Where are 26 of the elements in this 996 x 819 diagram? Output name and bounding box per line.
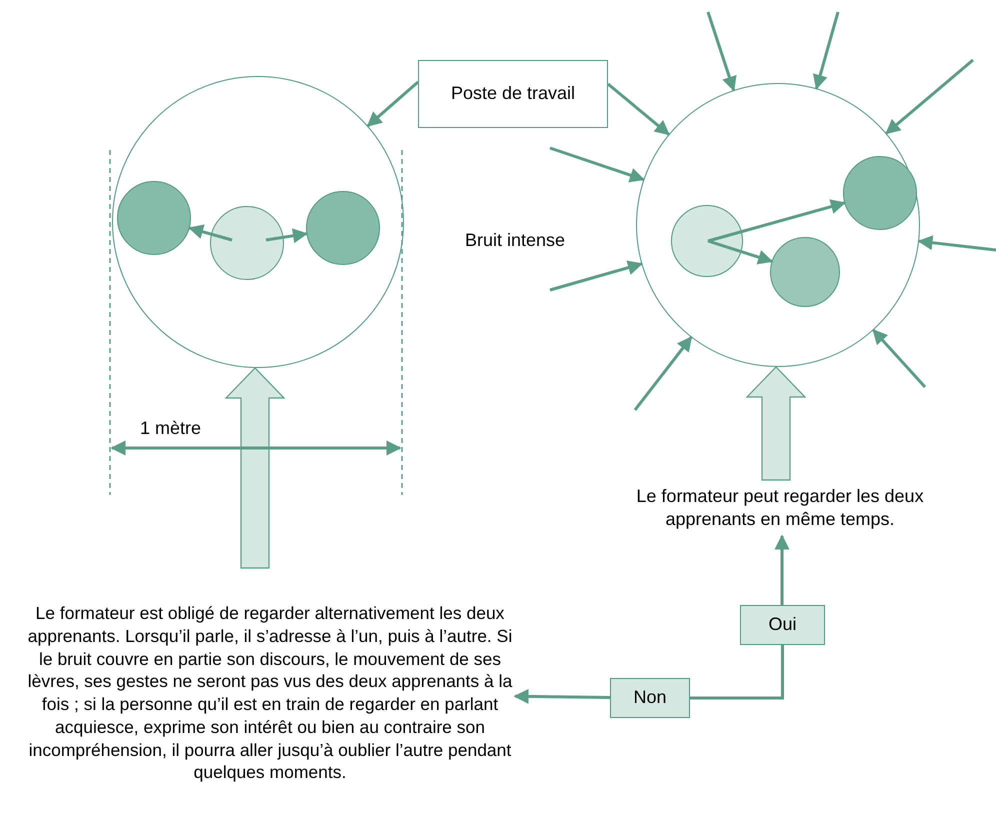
arrow — [188, 224, 232, 242]
arrow — [607, 82, 670, 136]
arrow — [550, 146, 645, 182]
arrow — [266, 228, 308, 244]
connector-line — [690, 645, 784, 700]
arrow — [812, 12, 840, 90]
arrow — [708, 199, 846, 242]
label-box: Poste de travail — [418, 60, 608, 128]
dimension-label: 1 mètre — [140, 418, 202, 439]
arrow — [885, 58, 974, 134]
arrow — [634, 336, 692, 411]
arrow — [918, 235, 996, 252]
option-box: Non — [610, 678, 690, 718]
block-arrow — [746, 366, 806, 481]
option-box: Oui — [740, 605, 825, 645]
annotation-text: Bruit intense — [465, 230, 566, 251]
block-arrow — [224, 367, 286, 569]
arrow — [872, 329, 926, 388]
caption-text: Le formateur peut regarder les deux apprenants en même temps. — [590, 480, 970, 536]
description-text: Le formateur est obligé de regarder alternativement les deux apprenants. Lorsqu’il parle, il s’adresse à l’un, puis à l’autre. Si le bruit couvre en partie son discours, le mouvement de ses lèvres, ses gestes ne seront pas vus des deux apprenants à la fois ; si la personne qu’il est en train de regarder en parlant acquiesce, exprime son intérêt ou bien au contraire son incompréhension, il pourra aller jusqu’à oublier l’autre pendant quelques moments. — [25, 568, 515, 818]
arrow — [706, 12, 737, 92]
arrow — [774, 534, 790, 605]
arrow — [514, 688, 610, 704]
arrow — [366, 80, 419, 127]
arrow — [550, 260, 643, 292]
arrow — [708, 240, 774, 264]
